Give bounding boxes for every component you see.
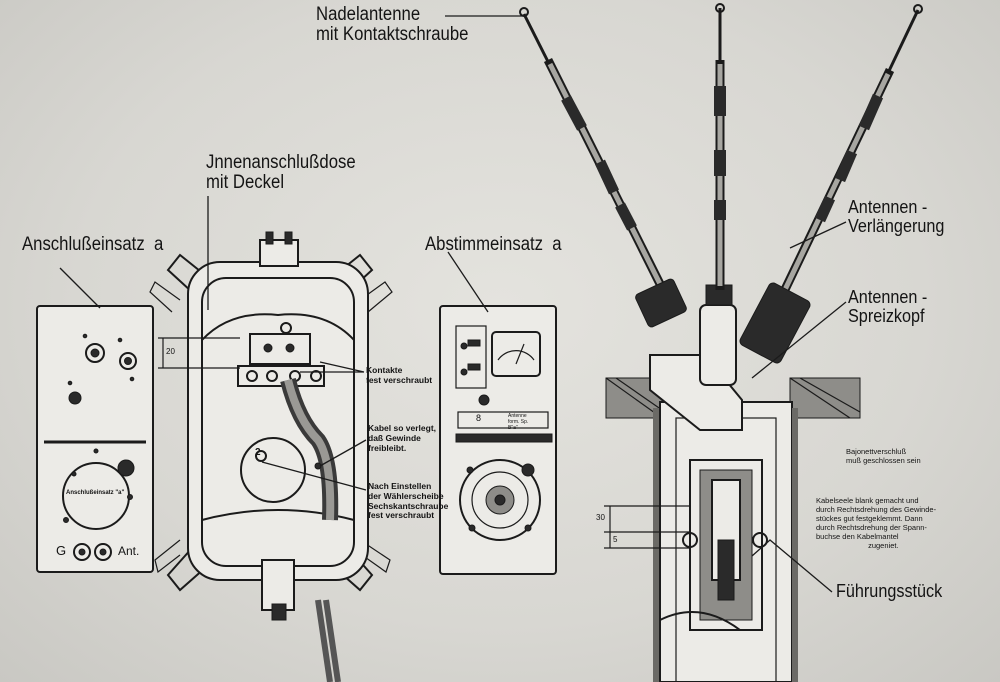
dimension-20-label: 20 xyxy=(166,347,175,356)
label-nadelantenne: Nadelantenne mit Kontaktschraube xyxy=(316,4,469,45)
dimension-30-5 xyxy=(604,505,690,549)
label-antennen-spreizkopf: Antennen - Spreizkopf xyxy=(848,287,928,326)
anschlusseinsatz-panel xyxy=(36,305,154,573)
dimension-30-label: 30 xyxy=(596,513,605,522)
label-antennen-verlaengerung: Antennen - Verlängerung xyxy=(848,197,945,236)
dimension-20 xyxy=(158,337,240,369)
note-kabel: Kabel so verlegt, daß Gewinde freibleibt… xyxy=(368,423,437,453)
abstimm-plate-text: Antenne form. Sp. B"a" xyxy=(508,413,529,431)
leader-lines xyxy=(59,15,847,593)
innenanschlussdose-box xyxy=(149,231,393,682)
antenna-assembly xyxy=(519,3,923,682)
note-bajonett: Bajonettverschluß muß geschlossen sein xyxy=(846,447,921,465)
label-abstimmeinsatz: Abstimmeinsatz a xyxy=(425,234,562,255)
dimension-5-label: 5 xyxy=(613,535,618,544)
terminal-g-label: G xyxy=(56,543,67,558)
dial-number: 2 xyxy=(255,447,261,458)
label-innenanschlussdose: Jnnenanschlußdose mit Deckel xyxy=(206,152,356,193)
note-waehlerscheibe: Nach Einstellen der Wählerscheibe Sechsk… xyxy=(368,481,449,521)
note-kabelseele: Kabelseele blank gemacht und durch Recht… xyxy=(816,496,937,550)
label-anschlusseinsatz: Anschlußeinsatz a xyxy=(22,234,164,255)
terminal-ant-label: Ant. xyxy=(118,544,140,558)
note-kontakte: Kontakte fest verschraubt xyxy=(366,365,433,385)
abstimm-number: 8 xyxy=(476,413,482,423)
label-fuehrungsstueck: Führungsstück xyxy=(836,581,943,601)
anschluss-plate-text: Anschlußeinsatz "a" xyxy=(66,490,125,496)
abstimmeinsatz-panel xyxy=(439,305,557,575)
